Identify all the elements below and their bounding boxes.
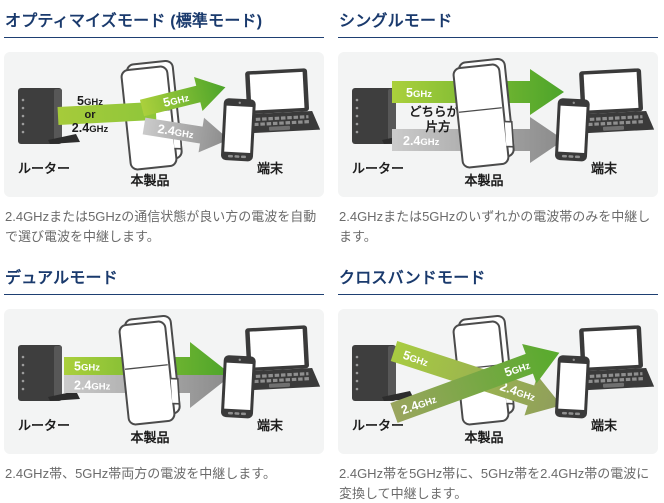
smartphone-icon xyxy=(554,355,590,419)
single-mode-panel: 5GHz 2.4GHz どちらか 片方 ルーター 本製品 端末 xyxy=(338,52,658,197)
smartphone-icon xyxy=(554,98,590,162)
optimize-mode-panel: 5GHz or 2.4GHz 5GHz 2.4GHz ルーター 本製品 端末 xyxy=(4,52,324,197)
section-single-mode: シングルモード 5GHz 2.4GHz どちらか 片方 ルーター 本製品 xyxy=(338,5,658,246)
either-label-line1: どちらか xyxy=(409,105,460,119)
single-mode-caption: 2.4GHzまたは5GHzのいずれかの電波帯のみを中継します。 xyxy=(339,209,651,244)
svg-text:2.4GHz: 2.4GHz xyxy=(403,134,440,148)
single-mode-title: シングルモード xyxy=(338,5,658,38)
router-label: ルーター xyxy=(352,161,404,176)
single-mode-diagram: 5GHz 2.4GHz どちらか 片方 ルーター 本製品 端末 xyxy=(352,57,656,188)
optimize-mode-title: オプティマイズモード (標準モード) xyxy=(4,5,324,38)
svg-text:5GHz: 5GHz xyxy=(162,90,191,110)
arrow-24ghz-to-5ghz: 2.4GHz 5GHz xyxy=(390,344,560,423)
terminal-label: 端末 xyxy=(591,418,618,433)
product-label: 本製品 xyxy=(464,173,503,188)
product-label: 本製品 xyxy=(464,430,503,445)
crossband-mode-caption: 2.4GHz帯を5GHz帯に、5GHz帯を2.4GHz帯の電波に変換して中継しま… xyxy=(339,466,650,501)
optimize-mode-caption: 2.4GHzまたは5GHzの通信状態が良い方の電波を自動で選び電波を中継します。 xyxy=(5,209,317,244)
product-label: 本製品 xyxy=(130,430,169,445)
section-optimize-mode: オプティマイズモード (標準モード) 5GHz or 2.4GHz 5GHz 2… xyxy=(4,5,324,246)
svg-text:2.4GHz: 2.4GHz xyxy=(74,379,111,393)
svg-text:5GHz: 5GHz xyxy=(406,86,432,100)
svg-text:2.4GHz: 2.4GHz xyxy=(157,122,195,142)
smartphone-icon xyxy=(220,355,256,419)
smartphone-icon xyxy=(220,98,256,162)
repeater-icon xyxy=(117,314,184,427)
band-label-or: or xyxy=(85,109,97,121)
product-label: 本製品 xyxy=(130,173,169,188)
crossband-mode-diagram: 5GHz 2.4GHz 2.4GHz 5GHz ルーター 本製品 端末 xyxy=(352,314,656,445)
router-label: ルーター xyxy=(18,418,70,433)
terminal-label: 端末 xyxy=(257,161,284,176)
band-label-24ghz: 2.4GHz xyxy=(72,121,109,135)
dual-mode-diagram: 5GHz 2.4GHz ルーター 本製品 端末 xyxy=(18,314,322,445)
dual-mode-panel: 5GHz 2.4GHz ルーター 本製品 端末 xyxy=(4,309,324,454)
band-5ghz-or-24ghz xyxy=(57,101,157,125)
section-crossband-mode: クロスバンドモード 5GHz 2.4GHz 2.4GHz 5GHz ルーター xyxy=(338,262,658,503)
svg-text:5GHz: 5GHz xyxy=(74,360,100,374)
terminal-label: 端末 xyxy=(257,418,284,433)
arrow-24ghz-down: 2.4GHz xyxy=(142,117,229,153)
repeater-icon xyxy=(451,57,518,170)
optimize-mode-diagram: 5GHz or 2.4GHz 5GHz 2.4GHz ルーター 本製品 端末 xyxy=(18,59,322,188)
crossband-mode-title: クロスバンドモード xyxy=(338,262,658,295)
crossband-mode-panel: 5GHz 2.4GHz 2.4GHz 5GHz ルーター 本製品 端末 xyxy=(338,309,658,454)
either-label-line2: 片方 xyxy=(425,119,450,134)
arrow-5ghz-up: 5GHz xyxy=(139,76,226,117)
terminal-label: 端末 xyxy=(591,161,618,176)
dual-mode-caption: 2.4GHz帯、5GHz帯両方の電波を中継します。 xyxy=(5,466,277,481)
dual-mode-title: デュアルモード xyxy=(4,262,324,295)
section-dual-mode: デュアルモード 5GHz 2.4GHz ルーター 本製品 端末 2.4GHz帯、… xyxy=(4,262,324,503)
router-label: ルーター xyxy=(352,418,404,433)
router-label: ルーター xyxy=(18,161,70,176)
band-label-5ghz: 5GHz xyxy=(77,94,103,108)
